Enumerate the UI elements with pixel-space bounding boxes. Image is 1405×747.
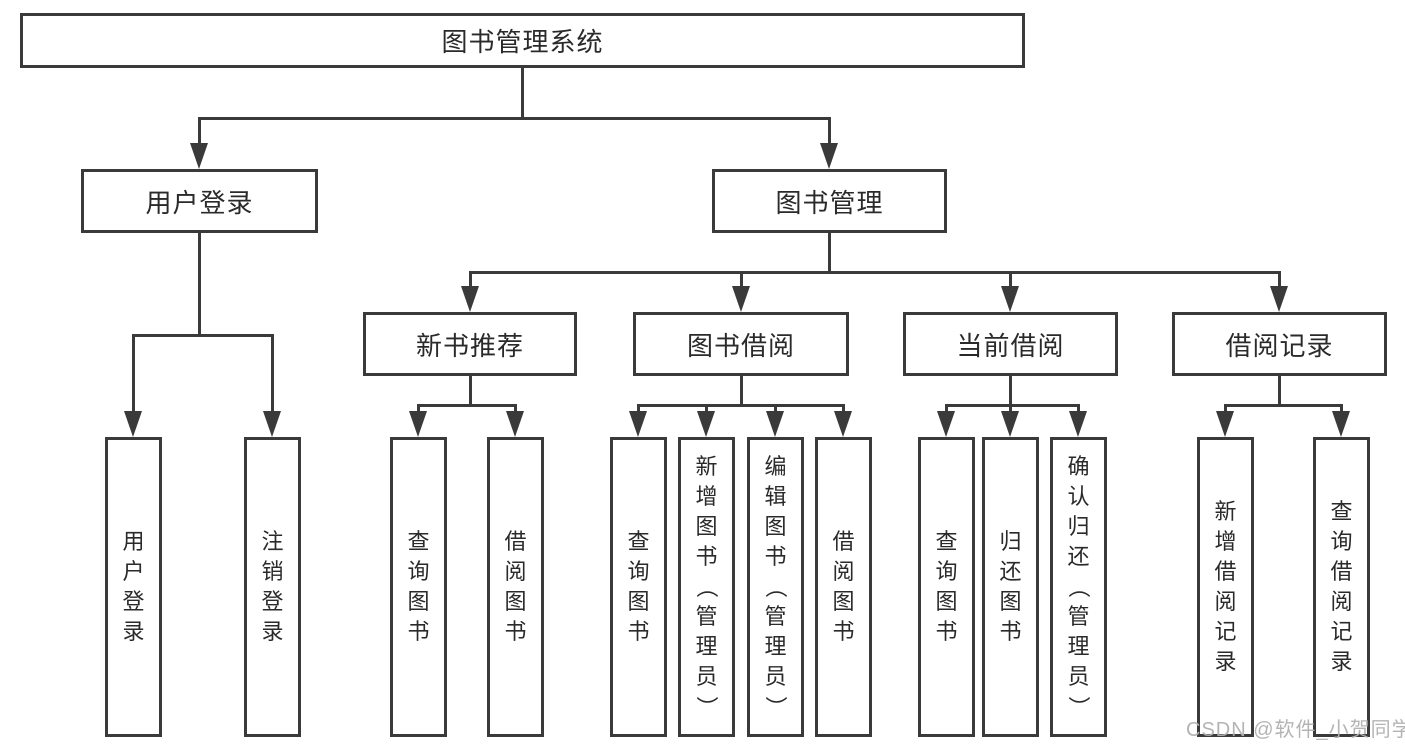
arrowhead-leaf (409, 411, 427, 437)
arrowhead-to-user-login (190, 143, 208, 169)
arrowhead-leaf (629, 411, 647, 437)
connector-stem-new-book (469, 271, 472, 287)
arrowhead-leaf (1216, 411, 1234, 437)
connector-root-stem (521, 68, 524, 120)
arrowhead-to-new-book (461, 286, 479, 312)
node-borrow-record: 借阅记录 (1172, 312, 1387, 376)
connector-stem-leaf (1077, 404, 1080, 414)
node-leaf-newbook-query: 查询图书 (390, 437, 447, 737)
leaf-label: 用户登录 (122, 529, 145, 644)
leaf-label: 借阅图书 (504, 529, 527, 644)
leaf-label: 查询图书 (407, 529, 430, 644)
connector-book-borrow-branch (637, 404, 845, 407)
csdn-watermark: CSDN @软件_小贺同学 (1186, 719, 1405, 741)
connector-current-borrow-branch (945, 404, 1080, 407)
connector-stem-user-login (198, 117, 201, 145)
arrowhead-to-login-leaf (124, 411, 142, 437)
connector-book-mgmt-stem (828, 233, 831, 273)
node-leaf-borrow-add: 新增图书（管理员） (678, 437, 735, 737)
connector-stem-leaf (514, 404, 517, 414)
connector-user-login-stem (198, 233, 201, 337)
leaf-label: 编辑图书（管理员） (763, 454, 789, 719)
connector-stem-borrow-record (1278, 271, 1281, 287)
arrowhead-to-book-borrow (732, 286, 750, 312)
connector-stem-leaf (637, 404, 640, 414)
connector-user-login-branch (132, 334, 274, 337)
node-leaf-borrow-query: 查询图书 (610, 437, 667, 737)
arrowhead-leaf (1001, 411, 1019, 437)
connector-stem-leaf (1224, 404, 1227, 414)
node-book-borrow: 图书借阅 (633, 312, 849, 376)
leaf-label: 归还图书 (999, 529, 1022, 644)
leaf-label: 新增图书（管理员） (694, 454, 720, 719)
connector-stem-leaf (945, 404, 948, 414)
arrowhead-leaf (697, 411, 715, 437)
connector-stem-leaf (774, 404, 777, 414)
connector-stem-leaf (842, 404, 845, 414)
node-leaf-current-confirm: 确认归还（管理员） (1050, 437, 1107, 737)
arrowhead-to-current-borrow (1001, 286, 1019, 312)
connector-new-book-branch (417, 404, 517, 407)
connector-borrow-record-branch (1224, 404, 1343, 407)
connector-stem-login-leaf (132, 334, 135, 412)
arrowhead-leaf (1332, 411, 1350, 437)
connector-stem-logout-leaf (271, 334, 274, 412)
node-new-book: 新书推荐 (363, 312, 577, 376)
leaf-label: 查询图书 (935, 529, 958, 644)
arrowhead-leaf (1069, 411, 1087, 437)
node-leaf-record-query: 查询借阅记录 (1313, 437, 1370, 737)
arrowhead-leaf (506, 411, 524, 437)
arrowhead-to-book-mgmt (820, 143, 838, 169)
connector-borrow-record-stem (1278, 376, 1281, 407)
node-root: 图书管理系统 (20, 13, 1025, 68)
connector-stem-leaf (1009, 404, 1012, 414)
arrowhead-leaf (937, 411, 955, 437)
node-leaf-newbook-borrow: 借阅图书 (487, 437, 544, 737)
node-current-borrow: 当前借阅 (903, 312, 1118, 376)
connector-level1-branch (198, 117, 831, 120)
node-leaf-user-login: 用户登录 (105, 437, 162, 737)
node-leaf-current-return: 归还图书 (982, 437, 1039, 737)
node-book-mgmt: 图书管理 (712, 169, 947, 233)
node-leaf-current-query: 查询图书 (918, 437, 975, 737)
node-leaf-borrow-do: 借阅图书 (815, 437, 872, 737)
connector-stem-leaf (705, 404, 708, 414)
arrowhead-leaf (766, 411, 784, 437)
node-leaf-borrow-edit: 编辑图书（管理员） (747, 437, 804, 737)
connector-book-borrow-stem (740, 376, 743, 407)
arrowhead-leaf (834, 411, 852, 437)
arrowhead-to-borrow-record (1270, 286, 1288, 312)
node-user-login: 用户登录 (81, 169, 318, 233)
node-leaf-record-add: 新增借阅记录 (1197, 437, 1254, 737)
connector-level2-branch (469, 271, 1281, 274)
connector-stem-book-borrow (740, 271, 743, 287)
connector-stem-leaf (1340, 404, 1343, 414)
leaf-label: 确认归还（管理员） (1066, 454, 1092, 719)
connector-stem-book-mgmt (828, 117, 831, 145)
connector-stem-leaf (417, 404, 420, 414)
connector-current-borrow-stem (1009, 376, 1012, 407)
leaf-label: 查询借阅记录 (1330, 499, 1353, 674)
connector-stem-current-borrow (1009, 271, 1012, 287)
connector-new-book-stem (469, 376, 472, 407)
leaf-label: 注销登录 (261, 529, 284, 644)
leaf-label: 借阅图书 (832, 529, 855, 644)
node-leaf-logout: 注销登录 (244, 437, 301, 737)
arrowhead-to-logout-leaf (263, 411, 281, 437)
leaf-label: 查询图书 (627, 529, 650, 644)
leaf-label: 新增借阅记录 (1214, 499, 1237, 674)
